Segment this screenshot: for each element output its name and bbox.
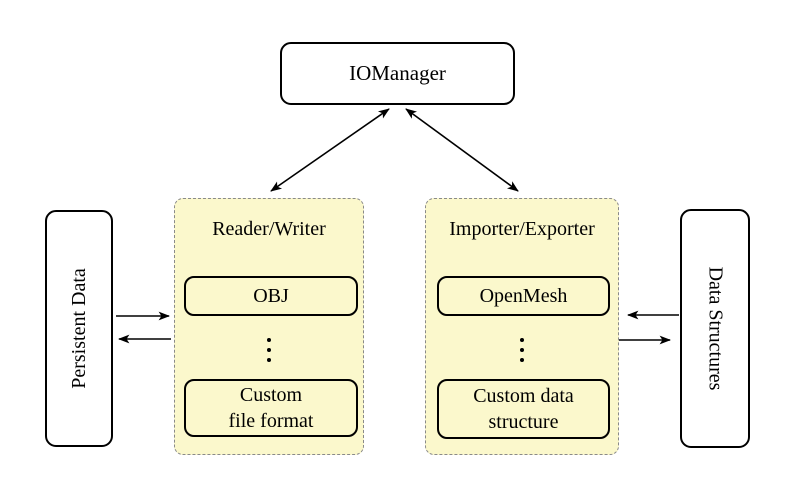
node-openmesh: OpenMesh	[437, 276, 610, 316]
openmesh-label: OpenMesh	[479, 285, 568, 307]
persistent-data-label: Persistent Data	[67, 268, 90, 389]
importer-exporter-title: Importer/Exporter	[449, 218, 595, 240]
arrow-iomanager-readerwriter	[270, 108, 390, 192]
group-reader-writer: Reader/Writer OBJ Custom file format	[174, 198, 364, 455]
data-structures-label: Data Structures	[704, 266, 727, 391]
node-custom-file-format: Custom file format	[184, 379, 358, 437]
iomanager-label: IOManager	[349, 61, 446, 85]
node-obj: OBJ	[184, 276, 358, 316]
node-data-structures: Data Structures	[680, 209, 750, 448]
custom-data-structure-label: Custom data structure	[473, 385, 574, 433]
vertical-ellipsis-icon	[267, 338, 271, 362]
reader-writer-title: Reader/Writer	[212, 218, 326, 240]
custom-file-format-label: Custom file format	[228, 384, 314, 432]
arrow-iomanager-importerexporter	[405, 108, 519, 192]
node-persistent-data: Persistent Data	[45, 210, 113, 447]
vertical-ellipsis-icon	[520, 338, 524, 362]
node-iomanager: IOManager	[280, 42, 515, 105]
group-importer-exporter: Importer/Exporter OpenMesh Custom data s…	[425, 198, 619, 455]
node-custom-data-structure: Custom data structure	[437, 379, 610, 439]
obj-label: OBJ	[253, 285, 289, 307]
